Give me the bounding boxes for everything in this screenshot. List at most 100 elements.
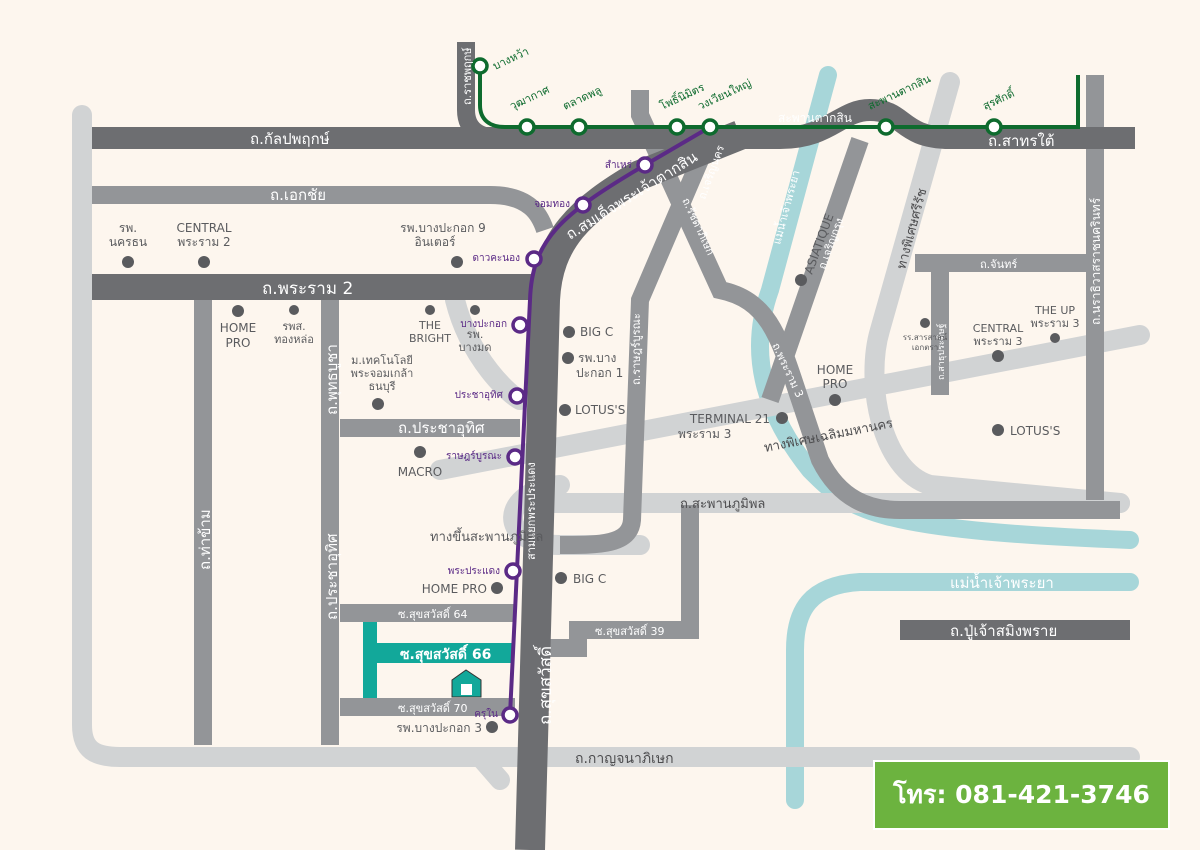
- station-marker[interactable]: [985, 118, 1003, 136]
- place-label: CENTRAL: [973, 322, 1024, 335]
- place-label: พระราม 3: [974, 335, 1023, 348]
- place-label: รพ.บาง: [578, 351, 616, 365]
- road-label: สามแยกพระประแดง: [525, 462, 538, 560]
- place-label: รพ.: [119, 221, 137, 235]
- road-label: ถ.เอกชัย: [270, 186, 326, 204]
- road-label: ถ.สุขสวัสดิ์: [533, 644, 556, 725]
- station-label: ตลาดพลู: [561, 84, 604, 113]
- place-label: CENTRAL: [176, 221, 231, 235]
- road-label: ซ.สุขสวัสดิ์ 70: [398, 700, 467, 715]
- place-label: พระราม 3: [678, 427, 731, 441]
- place-label: พระจอมเกล้า: [351, 367, 414, 380]
- road-label: ถ.กัลปพฤกษ์: [250, 130, 330, 148]
- station-label: วงเวียนใหญ่: [696, 77, 754, 113]
- place-label: MACRO: [398, 465, 443, 479]
- place-label: ม.เทคโนโลยี: [351, 353, 413, 367]
- station-marker[interactable]: [501, 706, 519, 724]
- place-label: HOME PRO: [422, 582, 487, 596]
- station-marker[interactable]: [511, 316, 529, 334]
- road-label: ถ.ประชาอุทิศ: [398, 419, 485, 438]
- station-label: วุฒากาศ: [508, 83, 552, 113]
- place-label: รพ.: [467, 328, 484, 341]
- station-marker[interactable]: [570, 118, 588, 136]
- expressways: [72, 72, 1150, 790]
- place-label: PRO: [822, 377, 847, 391]
- road-label: ถ.ประชาอุทิศ: [323, 533, 342, 620]
- place-label: THE UP: [1034, 304, 1075, 317]
- main-roads: [92, 42, 1135, 850]
- project-soi-66: [363, 622, 512, 698]
- road-label: ถ.สาทรใต้: [988, 132, 1054, 150]
- place-label: รร.สารสาสน์: [903, 332, 948, 342]
- place-label: เอกตรา: [912, 343, 938, 352]
- green-line: [478, 66, 1080, 129]
- place-label: THE: [418, 319, 441, 332]
- road-label: ถ.ปู่เจ้าสมิงพราย: [950, 622, 1057, 640]
- green-line-stations: [471, 57, 1003, 136]
- place-label: รพส.: [282, 320, 305, 333]
- road-label: ถ.ท่าข้าม: [196, 509, 214, 570]
- station-marker[interactable]: [701, 118, 719, 136]
- road-label: ซ.สุขสวัสดิ์ 64: [398, 606, 467, 621]
- station-marker[interactable]: [668, 118, 686, 136]
- station-label: ครุใน: [474, 708, 498, 720]
- place-label: ธนบุรี: [368, 380, 395, 393]
- place-label: ปะกอก 1: [576, 366, 623, 380]
- road-label: ถ.สาธุประดิษฐ์: [935, 323, 947, 380]
- road-label: ถ.พุทธบูชา: [323, 344, 342, 415]
- road-label: ถ.ราชพฤกษ์: [461, 47, 474, 105]
- place-label: BIG C: [573, 572, 606, 586]
- place-label: พระราม 3: [1031, 317, 1080, 330]
- station-label: บางหว้า: [491, 45, 531, 73]
- station-marker[interactable]: [471, 57, 489, 75]
- place-label: LOTUS'S: [1010, 424, 1060, 438]
- secondary-roads: [92, 75, 1120, 745]
- station-marker[interactable]: [877, 118, 895, 136]
- station-label: สะพานตากสิน: [866, 72, 933, 113]
- chao-phraya-river: [751, 66, 1139, 809]
- purple-line-stations: [501, 156, 654, 724]
- place-label: ทองหล่อ: [274, 333, 314, 346]
- road-label: สะพานตากสิน: [778, 111, 852, 125]
- place-label: นครธน: [109, 235, 147, 249]
- road-label: ถ.กาญจนาภิเษก: [575, 751, 674, 767]
- station-label: ราษฎร์บูรณะ: [446, 450, 502, 462]
- place-label: PRO: [225, 336, 250, 350]
- place-label: รพ.บางปะกอก 3: [396, 721, 482, 735]
- purple-line-labels: สำเหร่ จอมทอง ดาวคะนอง บางปะกอก ประชาอุท…: [446, 160, 633, 720]
- station-label: สำเหร่: [605, 160, 633, 171]
- place-label: LOTUS'S: [575, 403, 625, 417]
- road-label: ถ.พระราม 2: [262, 279, 353, 299]
- station-label: ประชาอุทิศ: [455, 390, 504, 401]
- road-label: ซ.สุขสวัสดิ์ 66: [400, 643, 491, 663]
- phone-number-banner[interactable]: โทร: 081-421-3746: [873, 760, 1170, 830]
- station-marker[interactable]: [504, 562, 522, 580]
- home-icon: [451, 669, 482, 698]
- road-label: ถ.ราษฎร์บูรณะ: [630, 313, 643, 385]
- station-label: จอมทอง: [534, 199, 570, 210]
- road-label: ซ.สุขสวัสดิ์ 39: [595, 623, 664, 638]
- road-label: ถ.จันทร์: [980, 258, 1017, 271]
- purple-line: [508, 125, 712, 716]
- station-label: บางปะกอก: [460, 319, 507, 330]
- road-label: ถ.นราธิวาสราชนครินทร์: [1089, 197, 1103, 325]
- station-marker[interactable]: [574, 196, 592, 214]
- landmarks: รพ. นครธน CENTRAL พระราม 2 รพ.บางปะกอก 9…: [109, 212, 1080, 735]
- place-label: HOME: [220, 321, 256, 335]
- station-marker[interactable]: [506, 448, 524, 466]
- station-label: สุรศักดิ์: [980, 84, 1018, 112]
- station-marker[interactable]: [636, 156, 654, 174]
- station-label: ดาวคะนอง: [472, 253, 520, 264]
- station-marker[interactable]: [525, 250, 543, 268]
- road-label: ทางขึ้นสะพานภูมิพล: [430, 527, 543, 545]
- river-label: แม่น้ำเจ้าพระยา: [950, 572, 1054, 592]
- place-label: พระราม 2: [177, 235, 230, 249]
- station-marker[interactable]: [508, 387, 526, 405]
- place-label: อินเตอร์: [415, 235, 457, 249]
- station-marker[interactable]: [518, 118, 536, 136]
- place-label: บางมด: [459, 341, 492, 354]
- place-label: TERMINAL 21: [689, 412, 770, 426]
- station-label: พระประแดง: [448, 566, 500, 577]
- place-label: BIG C: [580, 325, 613, 339]
